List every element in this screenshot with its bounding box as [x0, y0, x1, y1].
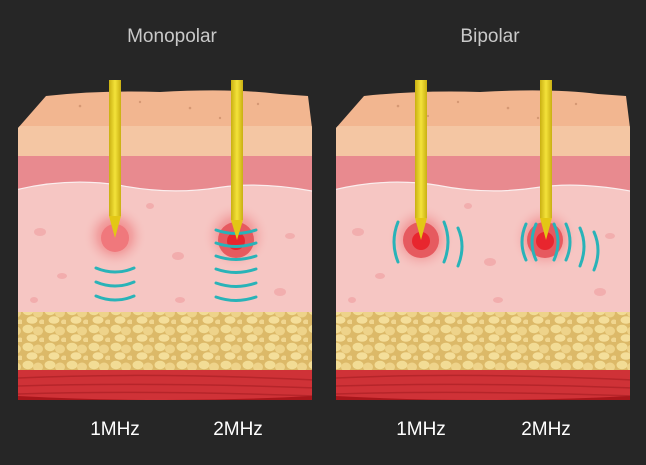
frequency-label-bipolar-1mhz: 1MHz: [396, 419, 446, 440]
skin-block-monopolar: [18, 90, 312, 400]
needle-monopolar-2mhz: [231, 80, 243, 240]
dermis: [18, 182, 312, 314]
wave-lines-monopolar-1mhz: [94, 266, 136, 302]
epidermis-top: [336, 90, 630, 128]
frequency-label-monopolar-2mhz: 2MHz: [213, 419, 263, 440]
frequency-label-monopolar-1mhz: 1MHz: [90, 419, 140, 440]
panel-title-bipolar: Bipolar: [460, 26, 520, 47]
wave-lines-bipolar-1mhz: [392, 220, 464, 268]
fat-layer: [18, 312, 312, 372]
dermis: [336, 182, 630, 314]
needle-bipolar-2mhz: [540, 80, 552, 240]
wave-lines-bipolar-2mhz: [520, 222, 600, 272]
epidermis: [336, 126, 630, 158]
fat-layer: [336, 312, 630, 372]
frequency-label-bipolar-2mhz: 2MHz: [521, 419, 571, 440]
skin-block-bipolar: [336, 90, 630, 400]
panel-title-monopolar: Monopolar: [127, 26, 217, 47]
epidermis: [18, 126, 312, 158]
epidermis-top: [18, 90, 312, 128]
needle-bipolar-1mhz: [415, 80, 427, 240]
needle-monopolar-1mhz: [109, 80, 121, 238]
